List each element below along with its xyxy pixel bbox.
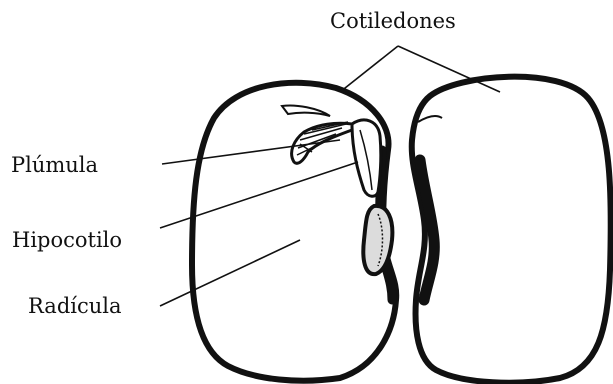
label-radicle: Radícula (28, 296, 122, 317)
right-cotyledon (412, 77, 611, 383)
label-hypocotyl: Hipocotilo (12, 230, 122, 251)
label-cotyledons: Cotiledones (330, 11, 456, 32)
leader-cotyledon-left (340, 46, 398, 92)
label-plumule: Plúmula (11, 155, 98, 176)
